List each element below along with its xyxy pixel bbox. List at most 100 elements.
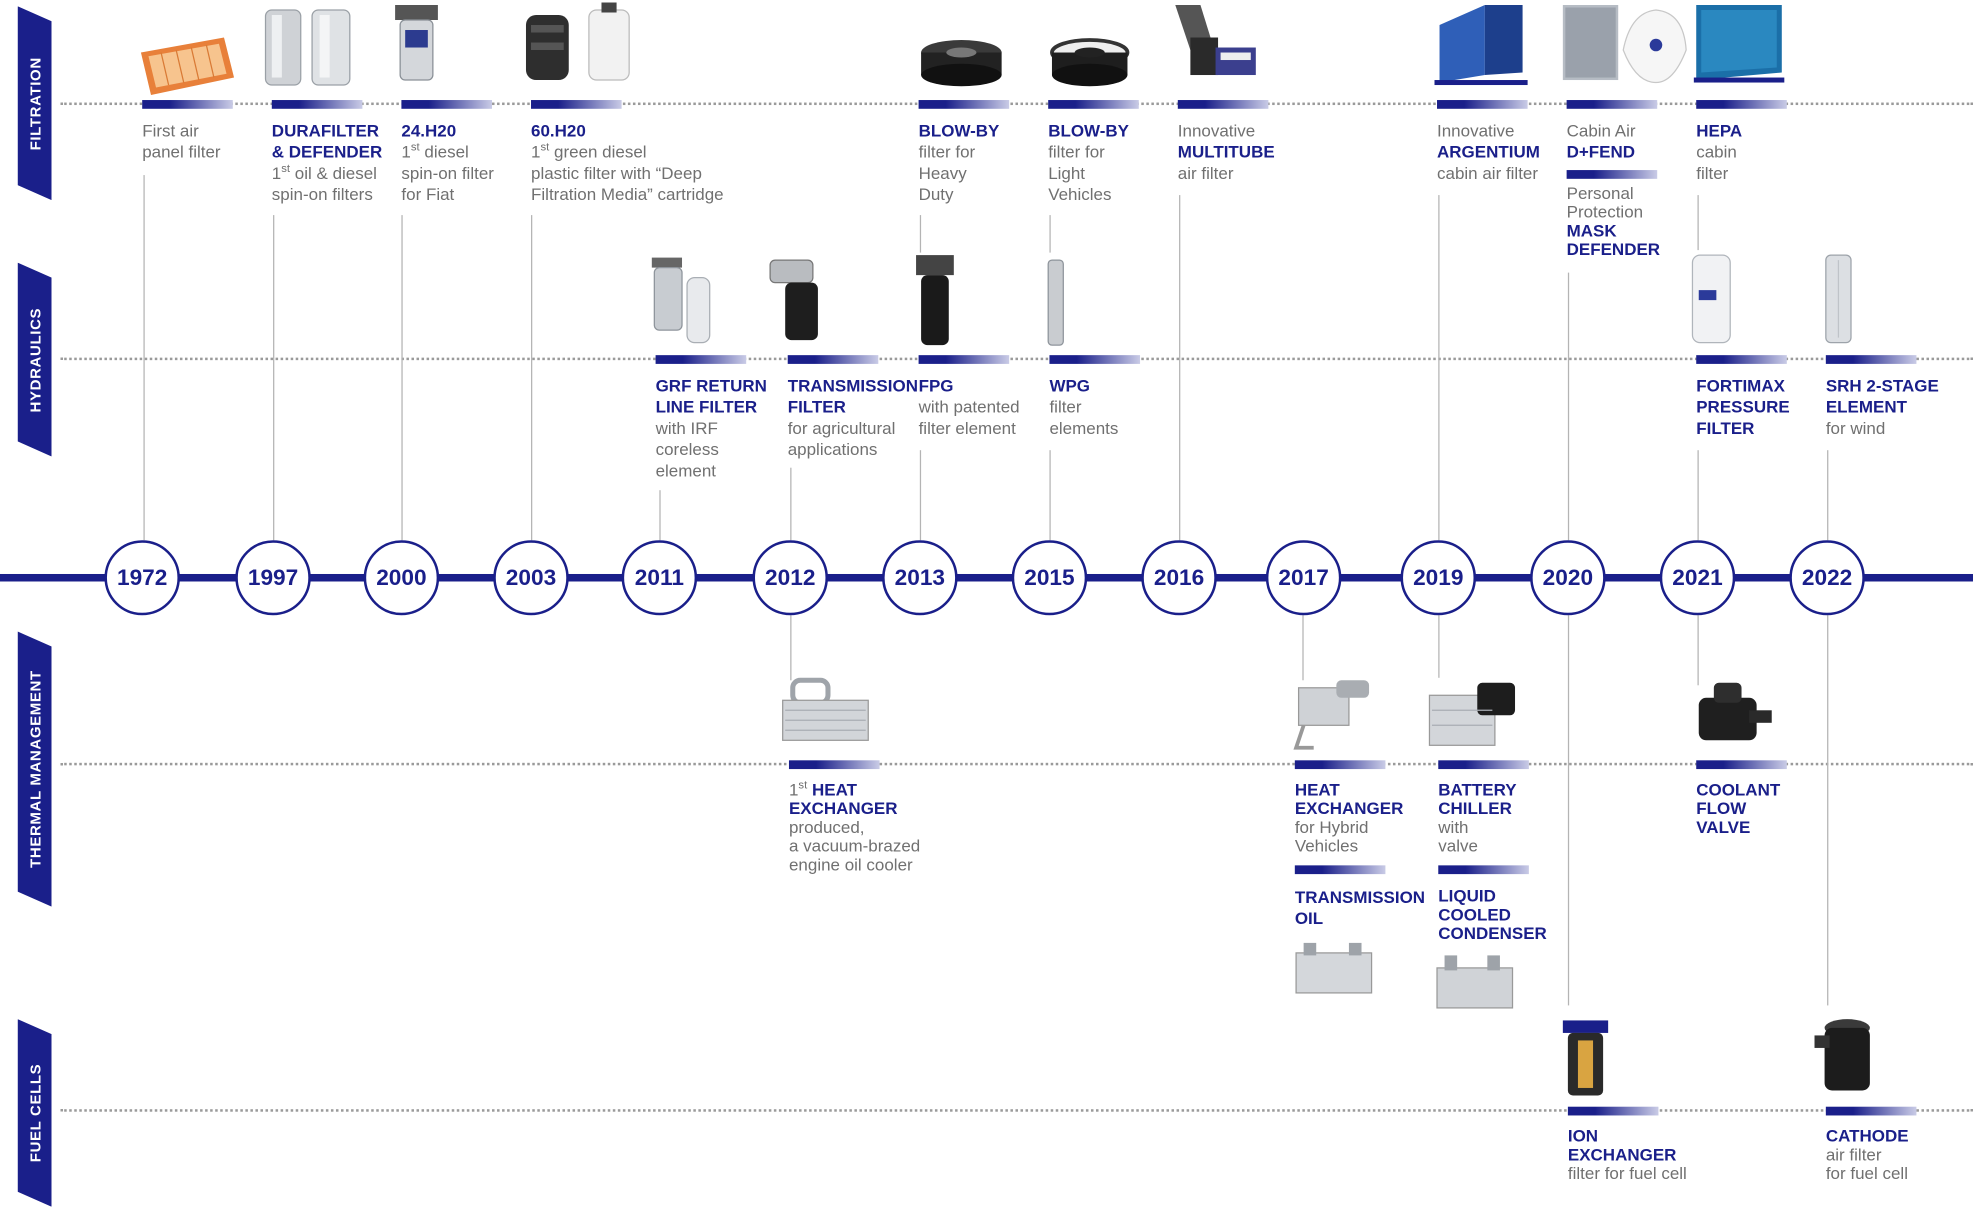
connector-line [659,490,660,540]
item-title: ION EXCHANGER [1568,1127,1706,1165]
ion-exchanger-icon [1558,1015,1613,1103]
item-title: MASK DEFENDER [1567,221,1693,259]
accent-bar [1826,1107,1917,1116]
accent-bar [1438,865,1529,874]
item-title: BATTERY CHILLER [1438,780,1564,818]
item-description: cabin air filter [1437,163,1563,184]
item-title: BLOW-BY [1048,120,1174,141]
hydraulics-label: HYDRAULICS [18,263,52,457]
item-title: SRH 2-STAGE ELEMENT [1826,375,1964,418]
item-description: for Hybrid Vehicles [1295,818,1433,856]
year-1997: 1997 [235,540,310,615]
battery-chiller-icon [1422,675,1523,753]
accent-bar [272,100,363,109]
accent-bar [1568,1107,1659,1116]
connector-line [1179,195,1180,540]
hydraulics-2022: SRH 2-STAGE ELEMENT for wind [1826,355,1964,439]
filtration-2016: Innovative MULTITUBE air filter [1178,100,1304,184]
accent-bar [1826,355,1917,364]
item-title: CATHODE [1826,1127,1964,1146]
accent-bar [919,355,1010,364]
hepa-cabin-filter-icon [1694,0,1787,88]
connector-line [790,615,791,680]
item-prefix: Innovative [1178,120,1304,141]
transmission-filter-icon [765,258,838,346]
item-title: TRANSMISSION OIL [1295,887,1433,930]
superscript: st [540,141,549,154]
filtration-2020: Cabin Air D+FEND Personal Protection MAS… [1567,100,1693,259]
item-description: with patented filter element [919,396,1045,439]
year-2016: 2016 [1141,540,1216,615]
multitube-filter-icon [1168,0,1264,88]
item-description: filter elements [1049,396,1175,439]
item-title: WPG [1049,375,1175,396]
filtration-2003: 60.H20 1st green diesel plastic filter w… [531,100,783,205]
accent-bar [1438,760,1529,769]
year-2000: 2000 [364,540,439,615]
item-prefix: Cabin Air [1567,120,1693,141]
hybrid-heat-exchanger-icon [1286,675,1382,755]
accent-bar [1696,100,1787,109]
filtration-2019: Innovative ARGENTIUM cabin air filter [1437,100,1563,184]
hydraulics-2015: WPG filter elements [1049,355,1175,439]
item-title: 60.H20 [531,120,783,141]
hydraulics-2011: GRF RETURN LINE FILTER with IRF coreless… [656,355,782,481]
fpg-filter-icon [911,253,961,348]
accent-bar [1567,100,1658,109]
connector-line [1049,450,1050,540]
item-title: D+FEND [1567,141,1693,162]
blow-by-lv-filter-icon [1047,35,1133,90]
item-description: filter for Light Vehicles [1048,141,1174,205]
item-description: air filter [1178,163,1304,184]
item-title: 24.H20 [401,120,527,141]
coolant-flow-valve-icon [1686,675,1777,753]
accent-bar [1178,100,1269,109]
accent-bar [788,355,879,364]
item-description: filter for Heavy Duty [919,141,1045,205]
year-2015: 2015 [1012,540,1087,615]
year-1972: 1972 [104,540,179,615]
transmission-oil-cooler-icon [1289,940,1380,1003]
filtration-2015: BLOW-BY filter for Light Vehicles [1048,100,1174,205]
connector-line [790,468,791,541]
connector-line [1438,615,1439,678]
item-description: produced, a vacuum-brazed engine oil coo… [789,818,953,874]
connector-line [1827,615,1828,1005]
item-description: for wind [1826,418,1964,439]
fuel-cells-2020: ION EXCHANGER filter for fuel cell [1568,1107,1706,1183]
accent-bar [1048,100,1139,109]
item-description: 1 [401,143,410,162]
plastic-diesel-filter-icon [518,0,634,88]
item-description: 1 [789,780,798,799]
accent-bar [401,100,492,109]
item-title: DURAFILTER & DEFENDER [272,120,398,163]
connector-line [1697,450,1698,540]
hydraulics-2013: FPG with patented filter element [919,355,1045,439]
accent-bar [1295,865,1386,874]
connector-line [531,215,532,540]
filtration-1972: First air panel filter [142,100,268,163]
accent-bar [656,355,747,364]
year-2021: 2021 [1660,540,1735,615]
spin-on-filter-icon [262,3,356,91]
diesel-filter-icon [385,0,448,90]
item-description: for agricultural applications [788,418,916,461]
year-2003: 2003 [493,540,568,615]
item-description: air filter for fuel cell [1826,1145,1964,1183]
item-description: with IRF coreless element [656,418,782,482]
hydraulics-2012: TRANSMISSION FILTER for agricultural app… [788,355,916,460]
thermal-2017: HEAT EXCHANGER for Hybrid Vehicles TRANS… [1295,760,1433,929]
filtration-label: FILTRATION [18,6,52,200]
item-description: with valve [1438,818,1564,856]
superscript: st [411,141,420,154]
cathode-air-filter-icon [1812,1015,1877,1103]
item-title: BLOW-BY [919,120,1045,141]
connector-line [1568,273,1569,541]
item-description: 1 [531,143,540,162]
srh-element-icon [1822,253,1855,346]
item-title: GRF RETURN LINE FILTER [656,375,782,418]
connector-line [1827,450,1828,540]
item-description: filter for fuel cell [1568,1164,1706,1183]
item-title: MULTITUBE [1178,141,1304,162]
blow-by-hd-filter-icon [916,35,1007,88]
